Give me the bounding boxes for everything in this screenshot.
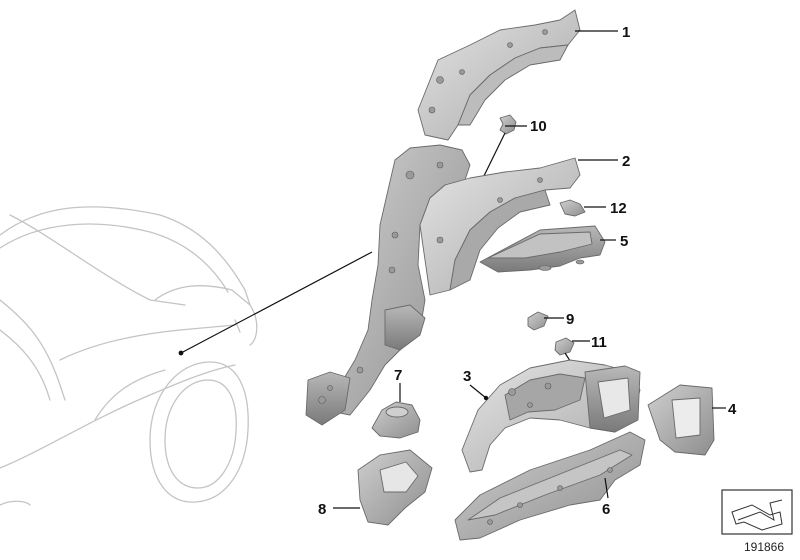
car-outline [0,206,258,506]
part-2-wheel-house [305,144,581,426]
callout-2: 2 [578,153,630,170]
callout-7: 7 [394,367,402,402]
callout-number-3: 3 [463,368,471,385]
callout-number-11: 11 [591,334,607,351]
callout-number-8: 8 [318,501,326,518]
callout-number-5: 5 [620,233,628,250]
part-8-mount-bracket [357,449,433,526]
view-direction-box [721,489,793,535]
callout-3: 3 [463,368,489,401]
part-1-wheel-arch-upper [417,9,581,141]
callout-number-6: 6 [602,501,610,518]
callout-4: 4 [712,401,737,418]
callout-5: 5 [600,233,628,250]
part-9-bracket [527,311,549,331]
arrow-icon [731,499,783,531]
callout-9: 9 [544,311,574,328]
callout-12: 12 [584,200,627,217]
part-4-reinforcement [647,384,715,456]
part-12-bracket [559,199,586,217]
part-5-floor-panel [479,225,606,273]
part-3-inner-wheel-housing [461,359,641,473]
callout-number-2: 2 [622,153,630,170]
part-10-clip [499,114,517,135]
catalog-number: 191866 [743,540,785,554]
callout-number-12: 12 [610,200,627,217]
part-6-rear-rail [454,431,646,541]
callout-number-10: 10 [530,118,547,135]
callout-number-9: 9 [566,311,574,328]
car-pointer [178,251,373,356]
callout-number-1: 1 [622,24,630,41]
part-11-bracket [554,337,575,356]
callout-8: 8 [318,501,360,518]
callout-1: 1 [575,24,630,41]
callout-number-7: 7 [394,367,402,384]
callout-number-4: 4 [728,401,737,418]
part-7-damper-dome [371,401,421,439]
callout-6: 6 [602,477,610,518]
